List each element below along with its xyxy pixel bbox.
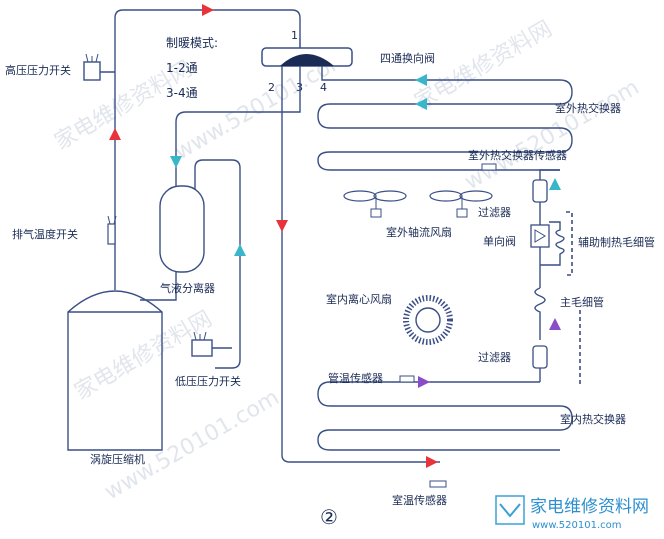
- indoor-heat-exchanger: [317, 381, 573, 451]
- figure-number: ②: [320, 505, 338, 529]
- port-1-label: 1: [291, 29, 298, 42]
- flow-arrow-up: [549, 318, 561, 330]
- outdoor-heat-exchanger: [317, 79, 573, 171]
- flow-arrow-left: [415, 98, 427, 110]
- outdoor-fan-1: [343, 190, 407, 218]
- four-way-valve-label: 四通换向阀: [380, 51, 435, 65]
- port-4-label: 4: [320, 81, 327, 94]
- room-temp-sensor: [429, 480, 447, 488]
- outdoor-hx-label: 室外热交换器: [555, 101, 621, 115]
- gas-liquid-separator-label: 气液分离器: [160, 281, 215, 295]
- aux-capillary-label: 辅助制热毛细管: [578, 235, 655, 249]
- flow-arrow-up: [109, 128, 121, 140]
- watermark-text: www.520101.com: [461, 75, 644, 195]
- pipe-temp-sensor: [399, 375, 415, 383]
- logo-url: www.520101.com: [532, 520, 622, 531]
- filter-bottom-label: 过滤器: [478, 351, 511, 364]
- indoor-fan-label: 室内离心风扇: [326, 292, 392, 306]
- filter-top-label: 过滤器: [478, 206, 511, 219]
- outdoor-fan-label: 室外轴流风扇: [386, 225, 452, 239]
- outdoor-hx-sensor-label: 室外热交换器传感器: [468, 148, 567, 162]
- main-capillary-label: 主毛细管: [560, 295, 604, 309]
- pipe-temp-sensor-label: 管温传感器: [328, 371, 383, 385]
- flow-arrow-right: [418, 376, 430, 388]
- flow-arrow-down: [234, 244, 246, 256]
- filter-top: [532, 179, 548, 203]
- flow-arrow-right: [426, 456, 438, 468]
- mode-title: 制暖模式:: [166, 36, 218, 50]
- gas-liquid-separator: [159, 185, 205, 273]
- high-pressure-switch-label: 高压压力开关: [5, 63, 71, 77]
- exhaust-temp-switch: [107, 223, 116, 245]
- logo-brand: 家电维修资料网: [530, 497, 649, 517]
- low-pressure-switch-label: 低压压力开关: [175, 374, 241, 388]
- scroll-compressor-label: 涡旋压缩机: [90, 452, 145, 466]
- room-temp-sensor-label: 室温传感器: [392, 493, 447, 507]
- four-way-valve: [261, 38, 353, 67]
- flow-arrow-down: [170, 156, 182, 168]
- indoor-hx-label: 室内热交换器: [560, 412, 626, 426]
- flow-arrow-left: [415, 74, 427, 86]
- site-logo: 家电维修资料网 www.520101.com: [495, 495, 649, 531]
- port-2-label: 2: [268, 81, 275, 94]
- indoor-centrifugal-fan: [403, 295, 453, 345]
- mode-line-1: 1-2通: [166, 61, 198, 75]
- flow-arrow-down: [276, 220, 288, 232]
- filter-bottom: [532, 345, 548, 369]
- watermark-text: www.520101.com: [101, 385, 284, 505]
- watermark-text: 家电维修资料网: [411, 17, 557, 116]
- scroll-compressor: [67, 290, 163, 451]
- high-pressure-switch: [83, 61, 101, 81]
- exhaust-temp-switch-label: 排气温度开关: [12, 227, 78, 241]
- outdoor-fan-2: [429, 190, 493, 218]
- check-valve-label: 单向阀: [483, 234, 516, 248]
- low-pressure-switch: [191, 339, 213, 357]
- check-valve: [530, 224, 550, 248]
- flow-arrow-up: [549, 178, 561, 190]
- outdoor-hx-sensor: [481, 163, 497, 171]
- flow-arrow-right: [202, 4, 214, 16]
- mode-line-2: 3-4通: [166, 86, 198, 100]
